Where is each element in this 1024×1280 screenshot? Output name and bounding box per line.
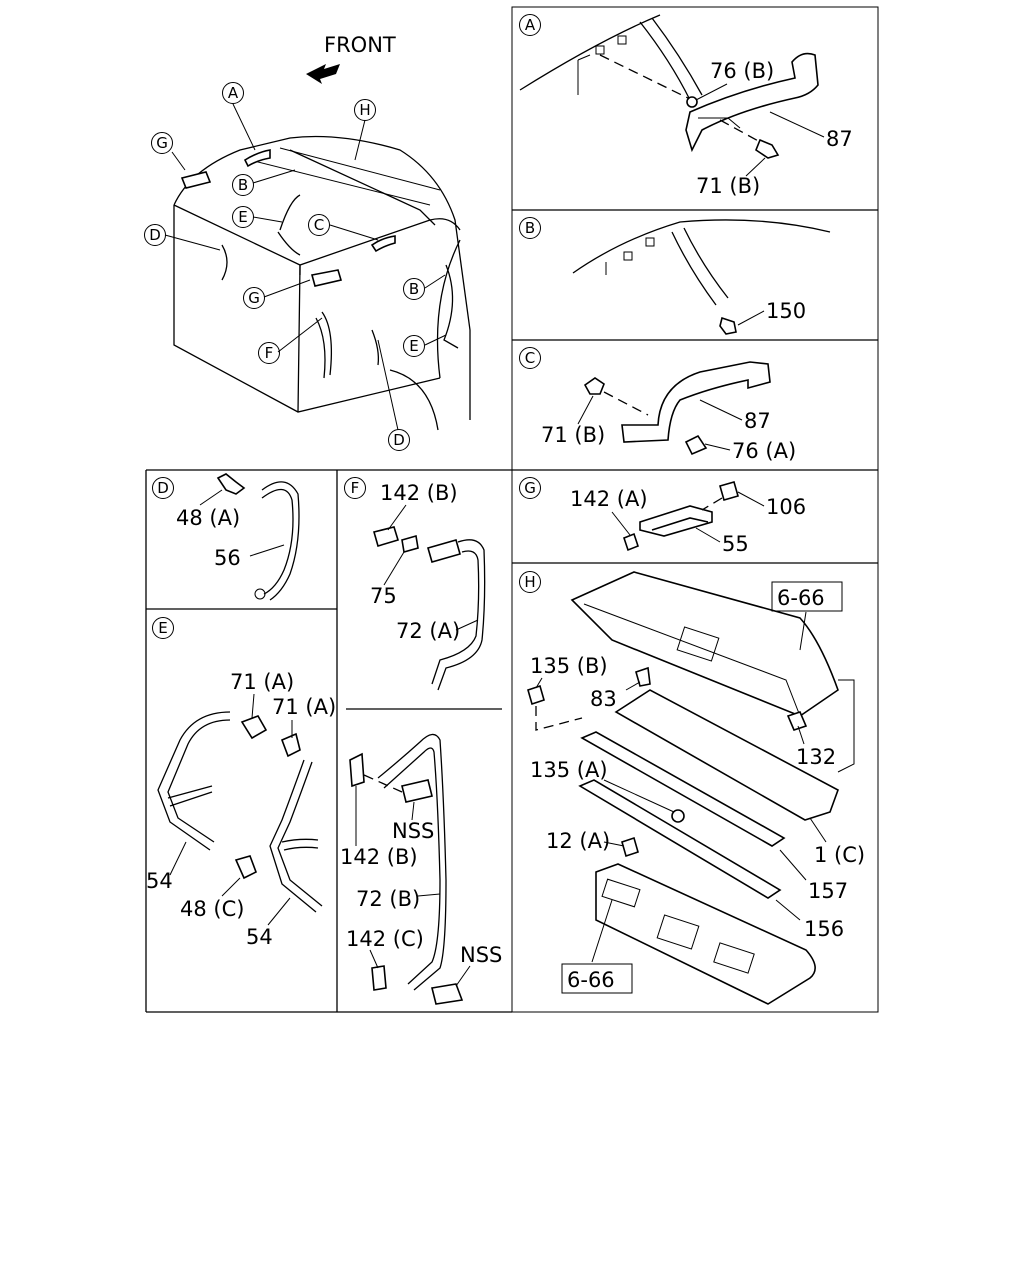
svg-text:E: E — [409, 337, 418, 355]
svg-text:12 (A): 12 (A) — [546, 829, 610, 853]
svg-text:72 (B): 72 (B) — [356, 887, 420, 911]
svg-text:G: G — [156, 134, 168, 152]
callout-h: H — [354, 99, 376, 121]
svg-text:157: 157 — [808, 879, 848, 903]
svg-text:132: 132 — [796, 745, 836, 769]
svg-text:142 (A): 142 (A) — [570, 487, 648, 511]
svg-text:E: E — [158, 619, 167, 637]
svg-text:72 (A): 72 (A) — [396, 619, 460, 643]
svg-text:142 (B): 142 (B) — [380, 481, 458, 505]
svg-text:135 (A): 135 (A) — [530, 758, 608, 782]
svg-text:142 (B): 142 (B) — [340, 845, 418, 869]
svg-text:A: A — [228, 84, 239, 102]
svg-text:1 (C): 1 (C) — [814, 843, 865, 867]
svg-text:71 (B): 71 (B) — [541, 423, 605, 447]
svg-text:D: D — [157, 479, 169, 497]
panel-h: H 6-66 6-66 135 (B) 83 132 — [519, 571, 865, 1005]
callout-d: D — [144, 224, 166, 246]
svg-text:6-66: 6-66 — [567, 968, 615, 992]
svg-text:150: 150 — [766, 299, 806, 323]
svg-text:156: 156 — [804, 917, 844, 941]
svg-text:D: D — [149, 226, 161, 244]
svg-text:A: A — [525, 16, 536, 34]
callout-e: E — [232, 206, 254, 228]
svg-text:NSS: NSS — [460, 943, 502, 967]
svg-text:71 (B): 71 (B) — [696, 174, 760, 198]
panel-c: C 71 (B) 87 76 (A) — [519, 347, 796, 463]
svg-text:D: D — [393, 431, 405, 449]
svg-text:C: C — [314, 216, 324, 234]
ref-box-top — [771, 581, 843, 612]
front-label: FRONT — [324, 33, 396, 57]
panel-e-id: E — [152, 617, 174, 639]
svg-text:G: G — [248, 289, 260, 307]
svg-text:E: E — [238, 208, 247, 226]
callout-f: F — [258, 342, 280, 364]
svg-text:75: 75 — [370, 584, 397, 608]
svg-text:87: 87 — [826, 127, 853, 151]
panel-f: F 142 (B) 75 72 (A) NSS 142 (B) 72 (B) 1… — [340, 477, 502, 1005]
panel-g-id: G — [519, 477, 541, 499]
panel-h-id: H — [519, 571, 541, 593]
ref-box-bottom — [561, 963, 633, 994]
svg-text:F: F — [265, 344, 274, 362]
svg-text:B: B — [409, 280, 419, 298]
svg-text:B: B — [525, 219, 535, 237]
panel-f-id: F — [344, 477, 366, 499]
svg-text:71 (A): 71 (A) — [272, 695, 336, 719]
svg-text:87: 87 — [744, 409, 771, 433]
panel-e: E 71 (A) 71 (A) 54 48 (C) 54 — [146, 617, 336, 949]
svg-text:54: 54 — [246, 925, 273, 949]
panel-g: G 142 (A) 106 55 — [519, 477, 806, 556]
svg-text:55: 55 — [722, 532, 749, 556]
panel-a-id: A — [519, 14, 541, 36]
svg-text:C: C — [525, 349, 535, 367]
callout-c: C — [308, 214, 330, 236]
svg-text:G: G — [524, 479, 536, 497]
svg-text:F: F — [351, 479, 360, 497]
svg-text:B: B — [238, 176, 248, 194]
svg-text:83: 83 — [590, 687, 617, 711]
panel-frames — [145, 6, 879, 1013]
callout-a: A — [222, 82, 244, 104]
panel-d: D 48 (A) 56 — [152, 473, 300, 601]
svg-text:135 (B): 135 (B) — [530, 654, 608, 678]
svg-text:56: 56 — [214, 546, 241, 570]
svg-text:71 (A): 71 (A) — [230, 670, 294, 694]
svg-text:54: 54 — [146, 869, 173, 893]
callout-e2: E — [403, 335, 425, 357]
cab-overview: FRONT — [164, 33, 471, 431]
svg-text:H: H — [359, 101, 370, 119]
callout-g: G — [151, 132, 173, 154]
callout-d2: D — [388, 429, 410, 451]
panel-d-id: D — [152, 477, 174, 499]
svg-text:76 (A): 76 (A) — [732, 439, 796, 463]
callout-b: B — [232, 174, 254, 196]
panel-b-id: B — [519, 217, 541, 239]
svg-text:NSS: NSS — [392, 819, 434, 843]
svg-text:48 (A): 48 (A) — [176, 506, 240, 530]
svg-text:142 (C): 142 (C) — [346, 927, 424, 951]
overview-callouts: A H G B E C D G F B E D — [144, 82, 425, 451]
front-arrow — [306, 64, 340, 84]
svg-text:6-66: 6-66 — [777, 586, 825, 610]
svg-text:48 (C): 48 (C) — [180, 897, 244, 921]
panel-b: B 150 — [519, 217, 831, 335]
callout-b2: B — [403, 278, 425, 300]
panel-c-id: C — [519, 347, 541, 369]
svg-text:106: 106 — [766, 495, 806, 519]
svg-text:76 (B): 76 (B) — [710, 59, 774, 83]
svg-text:H: H — [524, 573, 535, 591]
panel-a: A 76 (B) 87 71 (B) — [519, 14, 853, 198]
callout-g2: G — [243, 287, 265, 309]
